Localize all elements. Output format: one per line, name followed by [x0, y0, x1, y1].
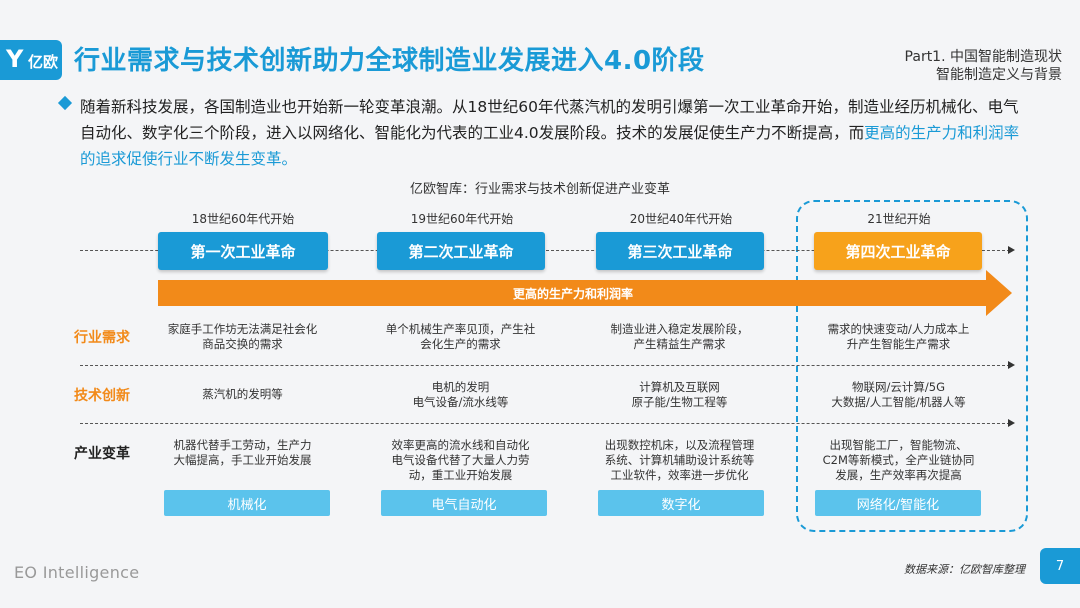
- data-source: 数据来源：亿欧智库整理: [904, 563, 1025, 576]
- era-label-4: 21世纪开始: [867, 212, 931, 226]
- stage-tag-3: 数字化: [598, 490, 764, 516]
- logo: Y 亿欧: [0, 40, 62, 80]
- innovation-cell-2: 电机的发明 电气设备/流水线等: [412, 380, 509, 409]
- productivity-arrow-label: 更高的生产力和利润率: [512, 286, 633, 301]
- fourth-revolution-highlight: [796, 200, 1028, 532]
- stage-tag-2: 电气自动化: [381, 490, 547, 516]
- demand-cell-1: 家庭手工作坊无法满足社会化 商品交换的需求: [167, 322, 318, 351]
- demand-cell-4: 需求的快速变动/人力成本上 升产生智能生产需求: [827, 322, 970, 351]
- figure-caption: 亿欧智库：行业需求与技术创新促进产业变革: [409, 182, 670, 197]
- innovation-cell-4: 物联网/云计算/5G 大数据/人工智能/机器人等: [831, 380, 966, 409]
- timeline-line: [80, 250, 1010, 251]
- logo-icon: Y: [6, 45, 24, 73]
- intro-paragraph: 随着新科技发展，各国制造业也开始新一轮变革浪潮。从18世纪60年代蒸汽机的发明引…: [80, 94, 1030, 172]
- demand-cell-3: 制造业进入稳定发展阶段， 产生精益生产需求: [610, 322, 749, 351]
- innovation-cell-3: 计算机及互联网 原子能/生物工程等: [631, 380, 728, 409]
- intro-text: 随着新科技发展，各国制造业也开始新一轮变革浪潮。从18世纪60年代蒸汽机的发明引…: [80, 98, 1019, 142]
- row-divider: [80, 423, 1010, 424]
- page-title: 行业需求与技术创新助力全球制造业发展进入4.0阶段: [74, 46, 705, 76]
- era-label-2: 19世纪60年代开始: [410, 212, 514, 226]
- era-label-1: 18世纪60年代开始: [191, 212, 295, 226]
- timeline-arrow-icon: [1008, 246, 1015, 254]
- productivity-arrowhead-icon: [986, 270, 1012, 316]
- era-label-3: 20世纪40年代开始: [629, 212, 733, 226]
- revolution-1: 第一次工业革命: [158, 232, 328, 270]
- change-cell-1: 机器代替手工劳动，生产力 大幅提高，手工业开始发展: [173, 438, 312, 467]
- row-label-change: 产业变革: [74, 446, 130, 462]
- demand-cell-2: 单个机械生产率见顶，产生社 会化生产的需求: [385, 322, 536, 351]
- intro-highlight: 更高的生产力和利润率的追求促使行业不断发生变革。: [80, 124, 1020, 168]
- revolution-3: 第三次工业革命: [596, 232, 764, 270]
- row-divider: [80, 365, 1010, 366]
- footer-brand: EO Intelligence: [14, 563, 140, 582]
- stage-tag-4: 网络化/智能化: [815, 490, 981, 516]
- bullet-icon: [57, 95, 73, 111]
- row-label-innovation: 技术创新: [74, 388, 130, 404]
- productivity-arrow: 更高的生产力和利润率: [158, 280, 988, 306]
- change-cell-3: 出现数控机床，以及流程管理 系统、计算机辅助设计系统等 工业软件，效率进一步优化: [604, 438, 755, 482]
- section-label: Part1. 中国智能制造现状: [904, 49, 1062, 65]
- change-cell-2: 效率更高的流水线和自动化 电气设备代替了大量人力劳 动，重工业开始发展: [391, 438, 530, 482]
- logo-text: 亿欧: [28, 53, 59, 71]
- stage-tag-1: 机械化: [164, 490, 330, 516]
- row-divider-arrow-icon: [1008, 419, 1015, 427]
- change-cell-4: 出现智能工厂，智能物流、 C2M等新模式，全产业链协同 发展，生产效率再次提高: [822, 438, 975, 482]
- row-divider-arrow-icon: [1008, 361, 1015, 369]
- page-number: 7: [1040, 548, 1080, 584]
- innovation-cell-1: 蒸汽机的发明等: [202, 387, 283, 401]
- revolution-4: 第四次工业革命: [814, 232, 982, 270]
- subsection-label: 智能制造定义与背景: [936, 67, 1062, 83]
- revolution-2: 第二次工业革命: [377, 232, 545, 270]
- row-label-demand: 行业需求: [74, 330, 130, 346]
